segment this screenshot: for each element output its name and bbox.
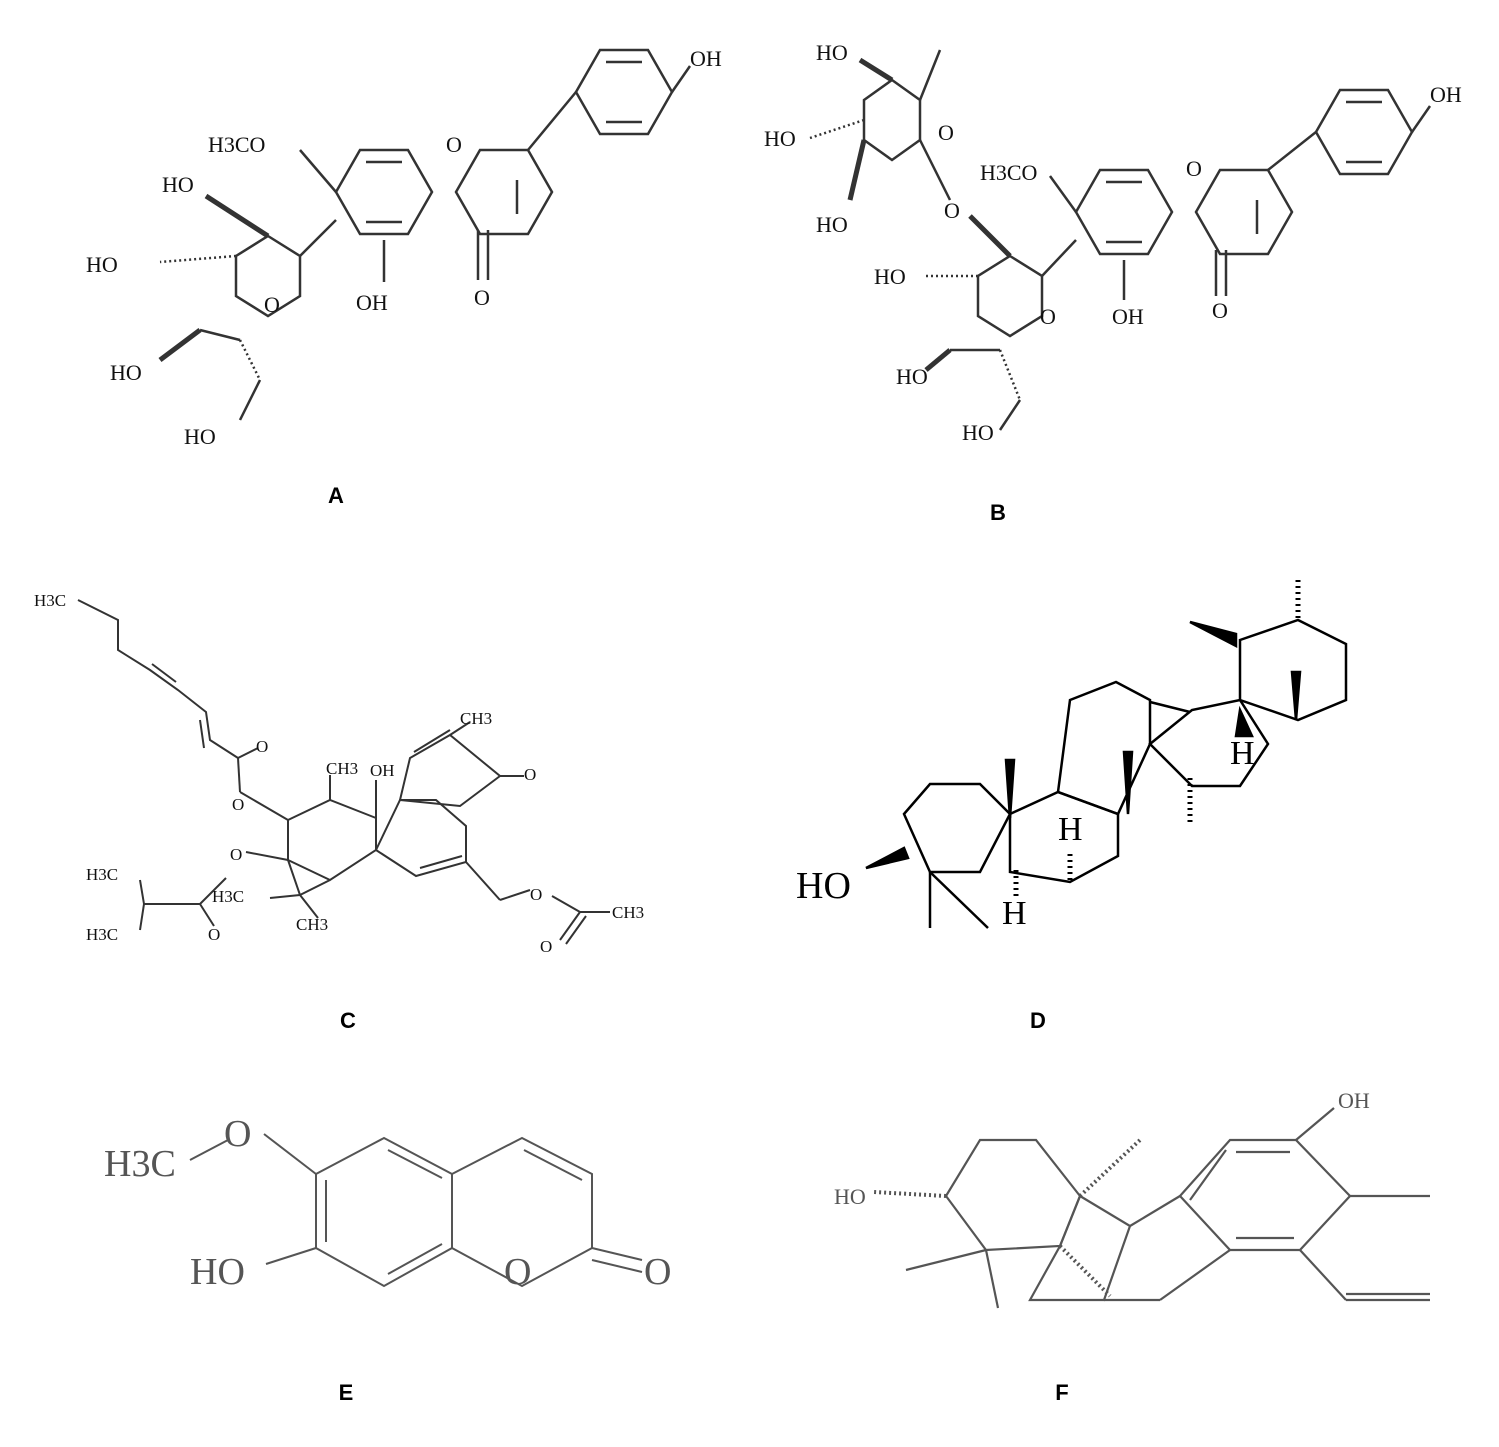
atom-label: CH3 <box>612 903 644 922</box>
structure-b <box>809 49 1432 431</box>
atom-label: H <box>1058 811 1083 848</box>
atom-label: OH <box>370 761 395 780</box>
atom-label: O <box>1186 156 1202 181</box>
atom-label: HO <box>816 40 848 65</box>
atom-label: H3C <box>34 591 66 610</box>
atom-label: O <box>208 925 220 944</box>
structure-c-ring-seven <box>374 799 467 878</box>
atom-label: HO <box>110 360 142 385</box>
panel-label-c: C <box>340 1008 356 1033</box>
atom-label: O <box>524 765 536 784</box>
structure-f-ring-a <box>944 1138 1082 1252</box>
structure-f-aromatic-ring <box>1178 1138 1352 1252</box>
atom-label: OH <box>690 46 722 71</box>
atom-label: H3C <box>212 887 244 906</box>
atom-label: O <box>944 198 960 223</box>
atom-label: H3C <box>86 865 118 884</box>
structure-c-ring-six <box>287 798 377 882</box>
atom-label: O <box>938 120 954 145</box>
panel-label-a: A <box>328 483 344 508</box>
panel-label-d: D <box>1030 1008 1046 1033</box>
atom-label: CH3 <box>460 709 492 728</box>
structure-f-ring-b <box>1028 1194 1132 1302</box>
atom-label: O <box>1040 304 1056 329</box>
structure-c <box>77 599 610 945</box>
atom-label: O <box>256 737 268 756</box>
panel-label-f: F <box>1055 1380 1069 1405</box>
structure-e-benzene-ring <box>315 1136 453 1288</box>
atom-label: OH <box>1430 82 1462 107</box>
structure-f <box>873 1107 1430 1309</box>
atom-label: O <box>446 132 462 157</box>
atom-label: O <box>230 845 242 864</box>
structure-a-pyranone-ring <box>454 148 554 236</box>
atom-label: H3C <box>104 1143 176 1185</box>
atom-label: HO <box>816 212 848 237</box>
structure-d-ring-e <box>1238 618 1348 722</box>
atom-label: H <box>1230 735 1255 772</box>
atom-label: HO <box>184 424 216 449</box>
atom-label: O <box>224 1113 251 1155</box>
structure-e <box>189 1133 643 1288</box>
panel-label-e: E <box>338 1380 354 1405</box>
structure-d-ring-a <box>902 782 1012 874</box>
atom-label: O <box>644 1251 671 1293</box>
atom-label: CH3 <box>326 759 358 778</box>
atom-label: CH3 <box>296 915 328 934</box>
atom-label: OH <box>1338 1088 1370 1113</box>
atom-label: H <box>1002 895 1027 932</box>
atom-label: H3C <box>86 925 118 944</box>
atom-label: O <box>540 937 552 956</box>
atom-label: HO <box>796 865 851 907</box>
atom-label: HO <box>764 126 796 151</box>
structure-b-glucose-ring <box>976 254 1044 338</box>
atom-label: HO <box>896 364 928 389</box>
structure-d <box>865 580 1348 929</box>
atom-label: HO <box>834 1184 866 1209</box>
structure-c-ring-five <box>398 733 502 808</box>
atom-label: O <box>1212 298 1228 323</box>
structure-b-rhamnose-ring <box>862 78 922 162</box>
atom-label: O <box>474 285 490 310</box>
atom-label: HO <box>86 252 118 277</box>
atom-label: HO <box>162 172 194 197</box>
atom-label: HO <box>874 264 906 289</box>
atom-label: H3CO <box>980 160 1037 185</box>
atom-label: H3CO <box>208 132 265 157</box>
panel-label-b: B <box>990 500 1006 525</box>
structure-d-ring-c <box>1056 680 1152 816</box>
atom-label: O <box>232 795 244 814</box>
structure-b-pyranone-ring <box>1194 168 1294 256</box>
atom-label: O <box>504 1251 531 1293</box>
atom-label: OH <box>356 290 388 315</box>
atom-label: HO <box>190 1251 245 1293</box>
atom-label: HO <box>962 420 994 445</box>
atom-label: O <box>530 885 542 904</box>
structure-a <box>158 48 692 421</box>
atom-label: O <box>264 292 280 317</box>
atom-label: OH <box>1112 304 1144 329</box>
